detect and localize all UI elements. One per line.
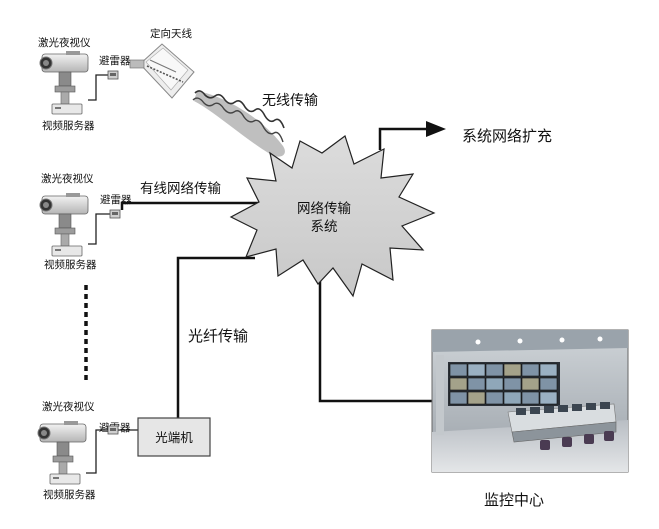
antenna-label: 定向天线 (150, 27, 192, 40)
fiber-transmission-label: 光纤传输 (188, 327, 248, 345)
optical-terminal: 光端机 (137, 417, 211, 457)
network-system-label-line2: 系统 (311, 219, 338, 235)
lightning-arrester-icon (107, 425, 119, 435)
monitor-center-label: 监控中心 (484, 491, 544, 509)
connection-lines (120, 127, 432, 418)
wired-transmission-label: 有线网络传输 (140, 181, 221, 197)
night-vision-camera-icon (39, 50, 89, 115)
network-system-label-line1: 网络传输 (297, 201, 351, 217)
lightning-arrester-icon (107, 70, 119, 80)
night-vision-camera-icon (37, 420, 87, 485)
expansion-arrowhead (426, 121, 446, 137)
optical-terminal-label: 光端机 (155, 430, 193, 445)
site-2-camera-label: 激光夜视仪 (41, 172, 94, 185)
site-cabling (86, 74, 138, 474)
expansion-line (378, 127, 428, 150)
wireless-transmission-label: 无线传输 (262, 93, 318, 109)
site-3-server-label: 视频服务器 (43, 488, 96, 501)
directional-antenna-icon (129, 43, 195, 99)
site-1-arrester-label: 避雷器 (99, 54, 131, 67)
network-cloud-icon (229, 135, 436, 298)
wired-link-line (120, 201, 260, 210)
monitor-center-image (431, 329, 629, 473)
site-1: 激光夜视仪 避雷器 视频服务器 (38, 36, 131, 132)
fiber-link-line (176, 256, 255, 418)
site-2-server-label: 视频服务器 (44, 258, 97, 271)
lightning-arrester-icon (109, 209, 121, 219)
expansion-label: 系统网络扩充 (462, 127, 552, 145)
wireless-signal-wave (192, 90, 285, 157)
site-1-server-label: 视频服务器 (42, 119, 95, 132)
monitor-center-line (318, 272, 432, 403)
site-3-camera-label: 激光夜视仪 (42, 400, 95, 413)
night-vision-camera-icon (39, 192, 89, 257)
site-2: 激光夜视仪 避雷器 视频服务器 (39, 172, 132, 271)
site-3: 激光夜视仪 避雷器 视频服务器 (37, 400, 131, 501)
site-2-arrester-label: 避雷器 (100, 193, 132, 206)
site-1-camera-label: 激光夜视仪 (38, 36, 91, 49)
